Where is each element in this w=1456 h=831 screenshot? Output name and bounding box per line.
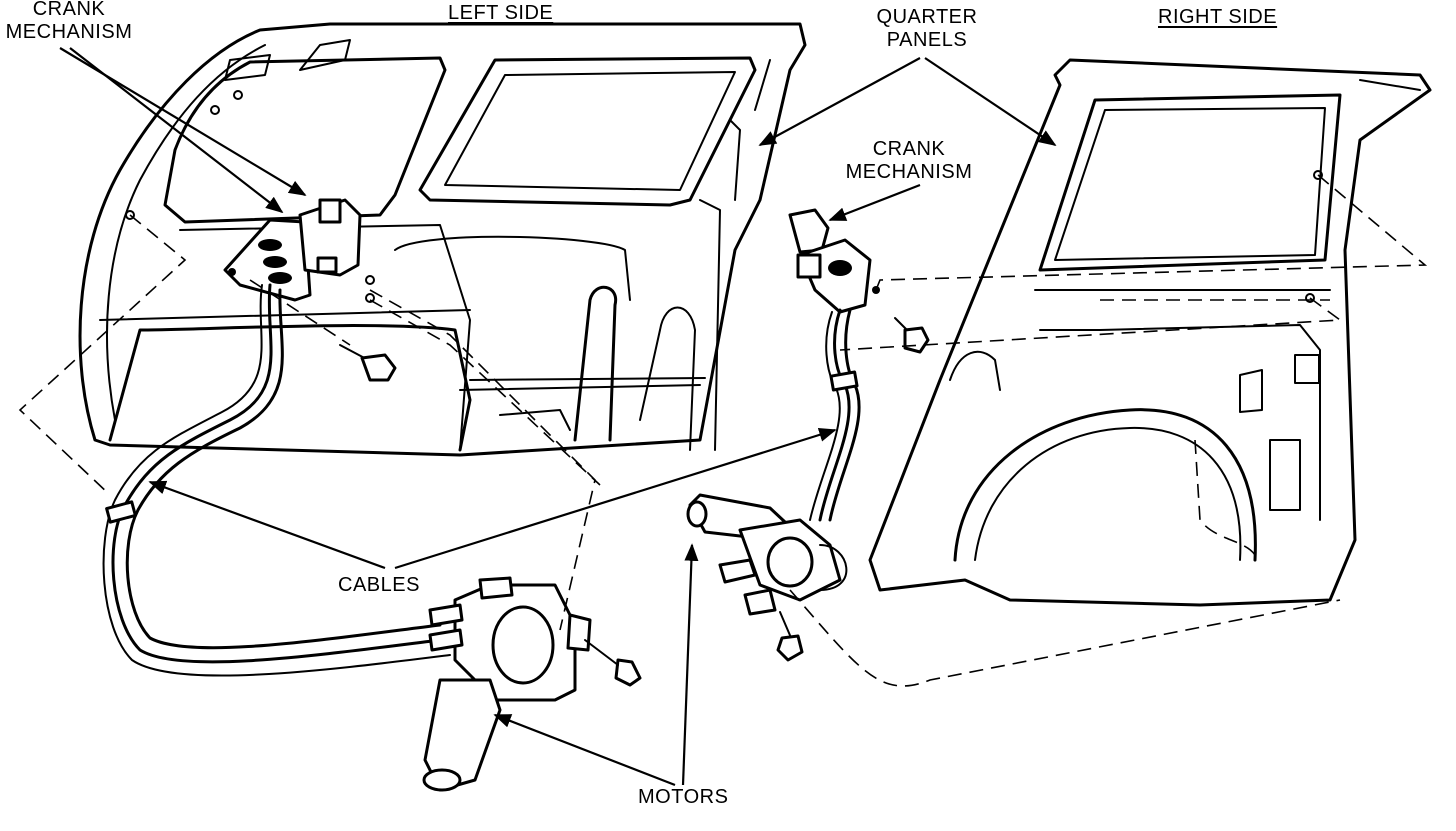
quarter-panels-label: QUARTER PANELS bbox=[872, 6, 982, 52]
leader-crank-right bbox=[828, 183, 921, 222]
left-quarter-panel bbox=[78, 22, 807, 457]
leader-motors-right bbox=[681, 543, 699, 786]
leader-crank-left-2 bbox=[59, 47, 307, 196]
cables-label: CABLES bbox=[338, 574, 420, 596]
bolt-icon bbox=[339, 344, 397, 382]
left-cables bbox=[102, 283, 451, 677]
crank-left-line-1: CRANK bbox=[32, 0, 106, 20]
bolt-icon bbox=[894, 317, 930, 354]
right-quarter-panel bbox=[868, 58, 1432, 607]
left-side-heading: LEFT SIDE bbox=[448, 2, 554, 24]
leader-cables-left bbox=[148, 480, 386, 570]
crank-mechanism-right-label: CRANK MECHANISM bbox=[840, 138, 978, 184]
right-cables bbox=[809, 308, 861, 522]
right-crank-mechanism bbox=[788, 208, 880, 314]
left-motor bbox=[422, 576, 642, 792]
leader-quarter-left bbox=[758, 57, 921, 146]
right-motor bbox=[686, 493, 848, 662]
crank-left-line-2: MECHANISM bbox=[5, 21, 133, 43]
leader-quarter-right bbox=[924, 57, 1057, 146]
crank-right-line-2: MECHANISM bbox=[845, 161, 973, 183]
left-crank-mechanism bbox=[223, 198, 362, 302]
motors-label: MOTORS bbox=[638, 786, 729, 808]
leader-cables-right bbox=[394, 428, 837, 570]
crank-right-line-1: CRANK bbox=[872, 138, 946, 160]
alignment-dashed-lines bbox=[18, 174, 1428, 687]
crank-mechanism-left-label: CRANK MECHANISM bbox=[0, 0, 138, 44]
leader-lines bbox=[59, 47, 1057, 787]
quarter-line-1: QUARTER bbox=[876, 6, 978, 28]
leader-motors-left bbox=[493, 713, 676, 787]
quarter-line-2: PANELS bbox=[886, 29, 968, 51]
right-side-heading: RIGHT SIDE bbox=[1158, 6, 1278, 28]
